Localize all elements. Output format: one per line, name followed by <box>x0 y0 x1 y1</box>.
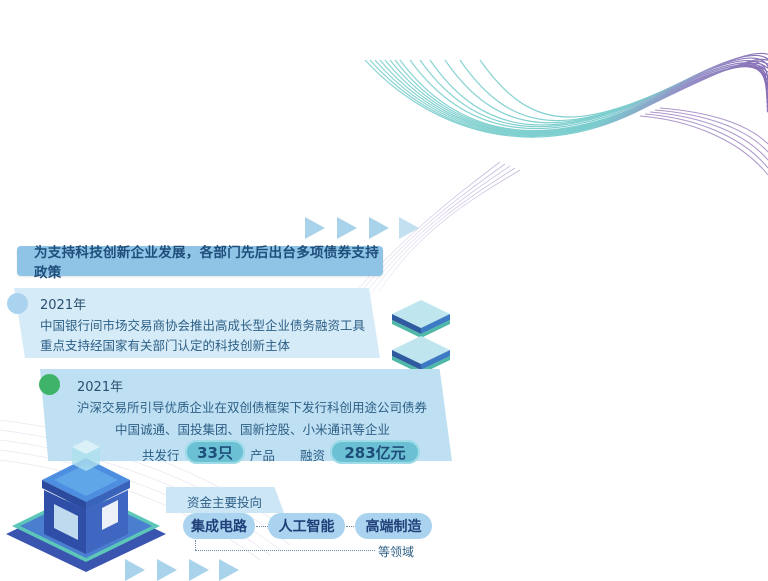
connector-line <box>346 526 356 527</box>
investment-label: 资金主要投向 <box>187 495 263 510</box>
stacked-layers-icon <box>392 300 450 374</box>
field-tag-integrated-circuits: 集成电路 <box>183 513 255 539</box>
issued-count-badge: 33只 <box>185 440 245 464</box>
arrow-right-icon <box>369 217 389 239</box>
financing-amount: 283亿元 <box>344 443 406 462</box>
financing-amount-badge: 283亿元 <box>330 440 420 464</box>
header-banner: 为支持科技创新企业发展，各部门先后出台多项债券支持政策 <box>17 245 383 281</box>
field-tag-ai: 人工智能 <box>268 513 345 539</box>
arrow-right-icon <box>399 217 419 239</box>
field-tag-label: 人工智能 <box>278 519 335 535</box>
arrow-right-icon <box>125 559 145 581</box>
item2-year: 2021年 <box>77 380 124 395</box>
arrow-right-icon <box>219 559 239 581</box>
item1-line2: 重点支持经国家有关部门认定的科技创新主体 <box>40 338 291 353</box>
field-tag-high-end-manufacturing: 高端制造 <box>355 513 432 539</box>
arrow-right-icon <box>305 217 325 239</box>
issued-count: 33只 <box>197 443 233 462</box>
building-illustration-icon <box>6 440 166 572</box>
policy-panel-1 <box>14 288 380 358</box>
arrow-right-icon <box>189 559 209 581</box>
field-tag-label: 高端制造 <box>365 519 422 535</box>
arrow-right-icon <box>157 559 177 581</box>
connector-line <box>256 526 268 527</box>
issued-suffix: 产品 <box>250 448 276 463</box>
field-tag-label: 集成电路 <box>191 519 247 535</box>
arrow-right-icon <box>337 217 357 239</box>
item1-year: 2021年 <box>40 298 87 313</box>
item2-line2: 中国诚通、国投集团、国新控股、小米通讯等企业 <box>115 422 391 437</box>
investment-label-banner <box>166 487 284 513</box>
item2-line1: 沪深交易所引导优质企业在双创债框架下发行科创用途公司债券 <box>77 400 428 415</box>
financing-label: 融资 <box>300 448 326 463</box>
investment-suffix: 等领域 <box>378 545 415 559</box>
connector-line <box>195 550 375 551</box>
timeline-dot-2 <box>39 374 60 395</box>
timeline-dot-1 <box>7 293 28 314</box>
item1-line1: 中国银行间市场交易商协会推出高成长型企业债务融资工具 <box>40 318 366 333</box>
connector-line <box>195 540 196 550</box>
issued-prefix: 共发行 <box>142 448 180 463</box>
header-title: 为支持科技创新企业发展，各部门先后出台多项债券支持政策 <box>34 245 379 281</box>
